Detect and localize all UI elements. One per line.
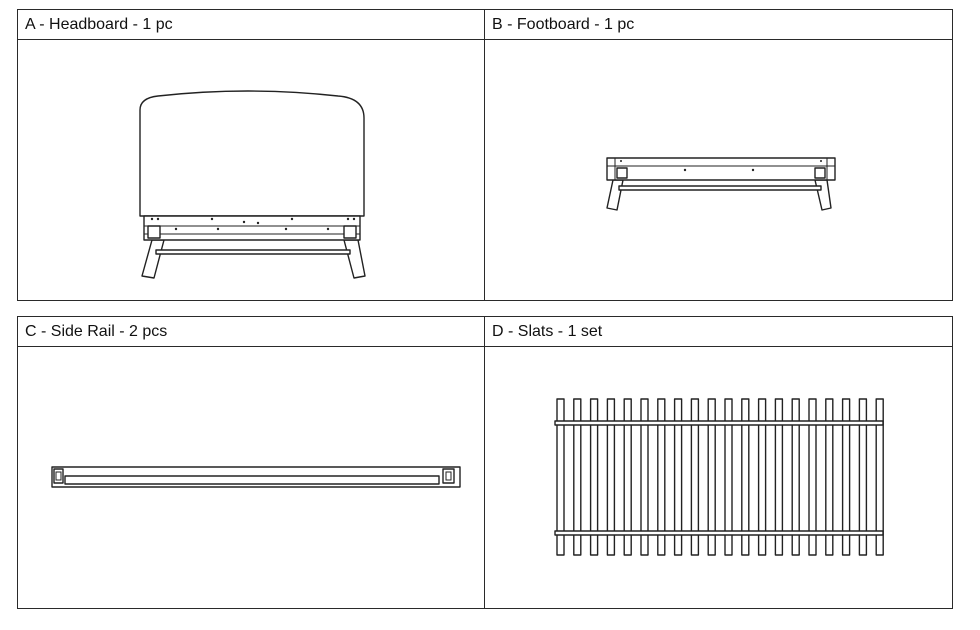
slat — [673, 398, 683, 556]
slats-drawing-icon — [554, 398, 884, 556]
panel-footboard-title: B - Footboard - 1 pc — [485, 10, 952, 40]
slat — [657, 398, 666, 556]
panel-side-rail: C - Side Rail - 2 pcs — [17, 316, 485, 609]
footboard-drawing-icon — [606, 157, 836, 211]
slat — [589, 398, 599, 556]
panel-side-rail-title: C - Side Rail - 2 pcs — [18, 317, 484, 347]
slat — [690, 398, 700, 556]
side-rail-drawing-icon — [51, 466, 461, 488]
slat — [623, 398, 632, 556]
slat — [774, 398, 784, 556]
slat — [707, 398, 716, 556]
slat — [724, 398, 733, 556]
slat — [825, 398, 834, 556]
slat — [808, 398, 817, 556]
slat — [606, 398, 616, 556]
slat — [573, 398, 582, 556]
panel-slats: D - Slats - 1 set — [484, 316, 953, 609]
slat — [841, 398, 851, 556]
slat — [640, 398, 649, 556]
panel-headboard: A - Headboard - 1 pc — [17, 9, 485, 301]
slat — [791, 398, 800, 556]
headboard-drawing-icon — [139, 90, 366, 279]
slat — [556, 398, 565, 556]
slat — [858, 398, 868, 556]
slat — [741, 398, 750, 556]
panel-slats-title: D - Slats - 1 set — [485, 317, 952, 347]
slat — [875, 398, 884, 556]
slat — [757, 398, 767, 556]
panel-footboard: B - Footboard - 1 pc — [484, 9, 953, 301]
panel-headboard-title: A - Headboard - 1 pc — [18, 10, 484, 40]
